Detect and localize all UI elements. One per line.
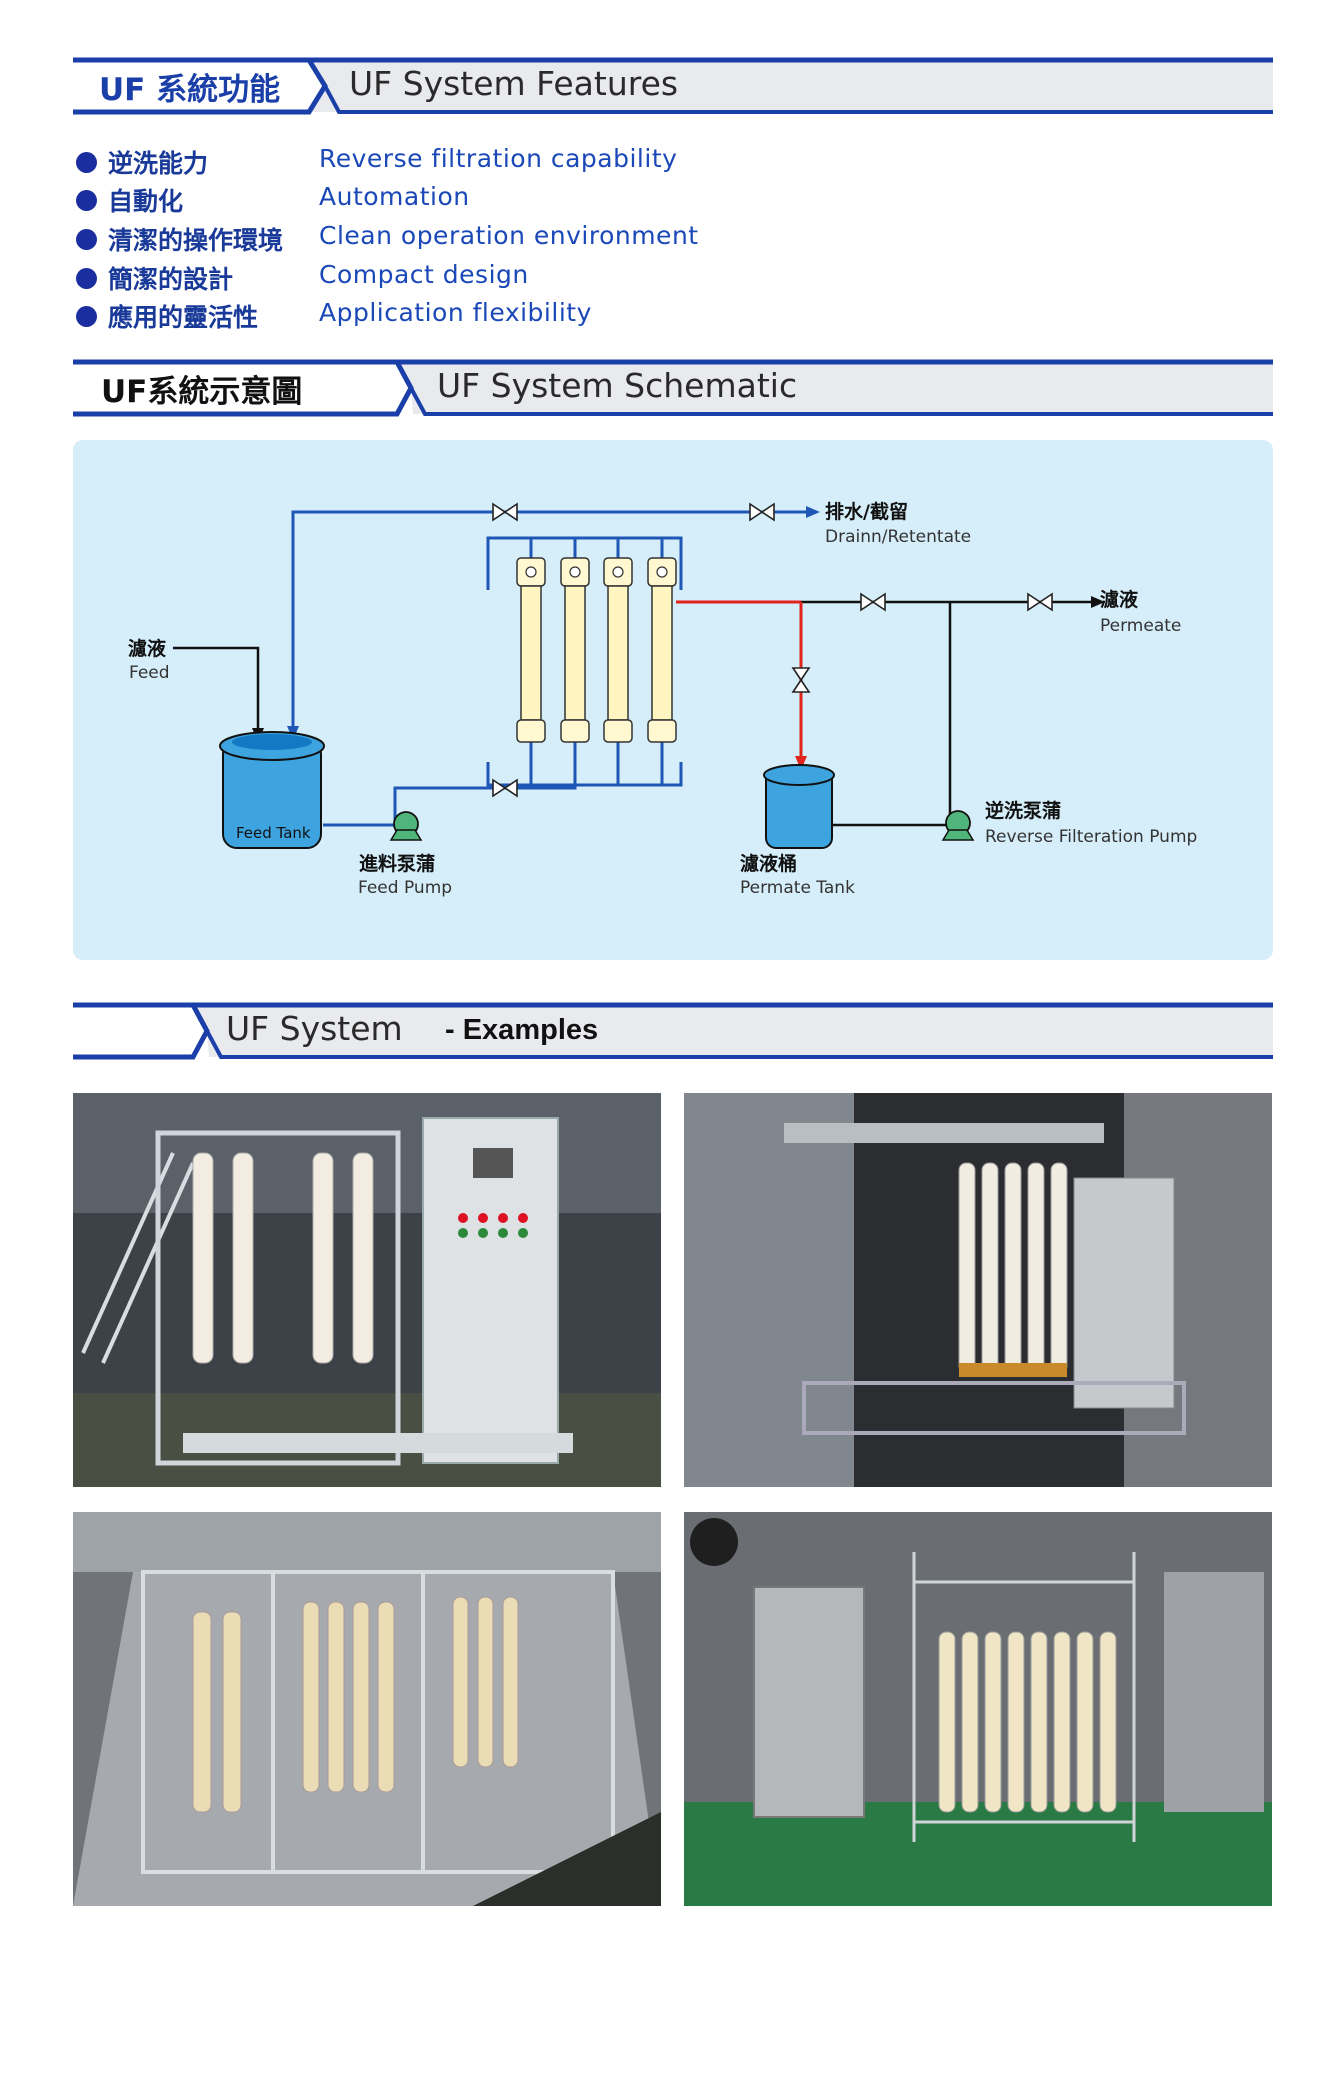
feature-item: 逆洗能力 Reverse filtration capability [73, 142, 773, 178]
feature-en: Clean operation environment [319, 221, 699, 250]
uf-module [603, 557, 633, 743]
bullet-icon [76, 190, 97, 211]
feature-item: 應用的靈活性 Application flexibility [73, 296, 773, 332]
valve-icon [760, 502, 775, 522]
feature-en: Reverse filtration capability [319, 144, 678, 173]
valves [492, 502, 1053, 798]
example-photo-4 [684, 1512, 1272, 1906]
feed-label-zh: 濾液 [128, 637, 167, 660]
valve-icon [791, 667, 811, 682]
feature-en: Application flexibility [319, 298, 592, 327]
features-header-frame [73, 57, 1273, 115]
bullet-icon [76, 152, 97, 173]
blue-pipes [291, 510, 806, 827]
uf-module [647, 557, 677, 743]
example-photo-1 [73, 1093, 661, 1487]
reverse-pump-label-zh: 逆洗泵蒲 [985, 799, 1061, 822]
feature-en: Compact design [319, 260, 529, 289]
schematic-header: UF系統示意圖 UF System Schematic [73, 358, 1273, 418]
permate-tank [763, 764, 835, 849]
examples-title-suffix: - Examples [445, 1014, 599, 1046]
schematic-drawing: 排水/截留 Drainn/Retentate 濾液 Permeate 濾液 Fe… [73, 440, 1273, 960]
feature-item: 清潔的操作環境 Clean operation environment [73, 219, 773, 255]
examples-header: UF System - Examples [73, 1001, 1273, 1061]
valve-icon [503, 502, 518, 522]
permate-arrow-icon [795, 756, 807, 770]
valve-icon [492, 502, 507, 522]
valve-icon [492, 778, 507, 798]
drain-label-en: Drainn/Retentate [825, 527, 971, 547]
valve-icon [749, 502, 764, 522]
permeate-arrow-icon [1091, 596, 1105, 608]
schematic-header-frame [73, 359, 1273, 417]
bullet-icon [76, 268, 97, 289]
schematic-title-zh: UF系統示意圖 [101, 374, 303, 410]
feed-pump-label-zh: 進料泵蒲 [359, 852, 435, 875]
reverse-pump-icon [941, 810, 975, 841]
feature-item: 簡潔的設計 Compact design [73, 258, 773, 294]
feed-pump-icon [389, 811, 423, 841]
feature-item: 自動化 Automation [73, 180, 773, 216]
valve-icon [871, 592, 886, 612]
feature-zh: 自動化 [108, 187, 184, 216]
feature-zh: 簡潔的設計 [108, 265, 234, 294]
valve-icon [860, 592, 875, 612]
schematic-title-en: UF System Schematic [437, 366, 798, 405]
feed-pump-label-en: Feed Pump [358, 878, 452, 898]
reverse-pump-label-en: Reverse Filteration Pump [985, 827, 1197, 847]
feature-zh: 清潔的操作環境 [108, 226, 284, 255]
features-header: UF 系統功能 UF System Features [73, 56, 1273, 116]
valve-icon [1027, 592, 1042, 612]
feature-zh: 應用的靈活性 [108, 303, 259, 332]
bullet-icon [76, 229, 97, 250]
permeate-label-zh: 濾液 [1100, 588, 1139, 611]
permeate-label-en: Permeate [1100, 616, 1181, 636]
drain-arrow-icon [806, 506, 820, 518]
features-title-zh: UF 系統功能 [99, 72, 281, 108]
valve-icon [791, 678, 811, 693]
feed-tank-label: Feed Tank [236, 824, 311, 842]
feed-label-en: Feed [129, 663, 170, 683]
examples-title-en: UF System [226, 1009, 403, 1048]
features-title-en: UF System Features [349, 64, 679, 103]
uf-schematic: 排水/截留 Drainn/Retentate 濾液 Permeate 濾液 Fe… [73, 440, 1273, 960]
uf-module [560, 557, 590, 743]
uf-modules [516, 557, 705, 743]
example-photo-3 [73, 1512, 661, 1906]
feed-tank [219, 731, 325, 849]
example-photo-2 [684, 1093, 1272, 1487]
valve-icon [1038, 592, 1053, 612]
feature-zh: 逆洗能力 [108, 149, 209, 178]
permate-tank-label-en: Permate Tank [740, 878, 855, 898]
examples-header-frame [73, 1002, 1273, 1060]
feature-en: Automation [319, 182, 470, 211]
bullet-icon [76, 306, 97, 327]
permate-tank-label-zh: 濾液桶 [740, 852, 797, 875]
drain-label-zh: 排水/截留 [825, 500, 908, 523]
valve-icon [503, 778, 518, 798]
uf-module [516, 557, 546, 743]
